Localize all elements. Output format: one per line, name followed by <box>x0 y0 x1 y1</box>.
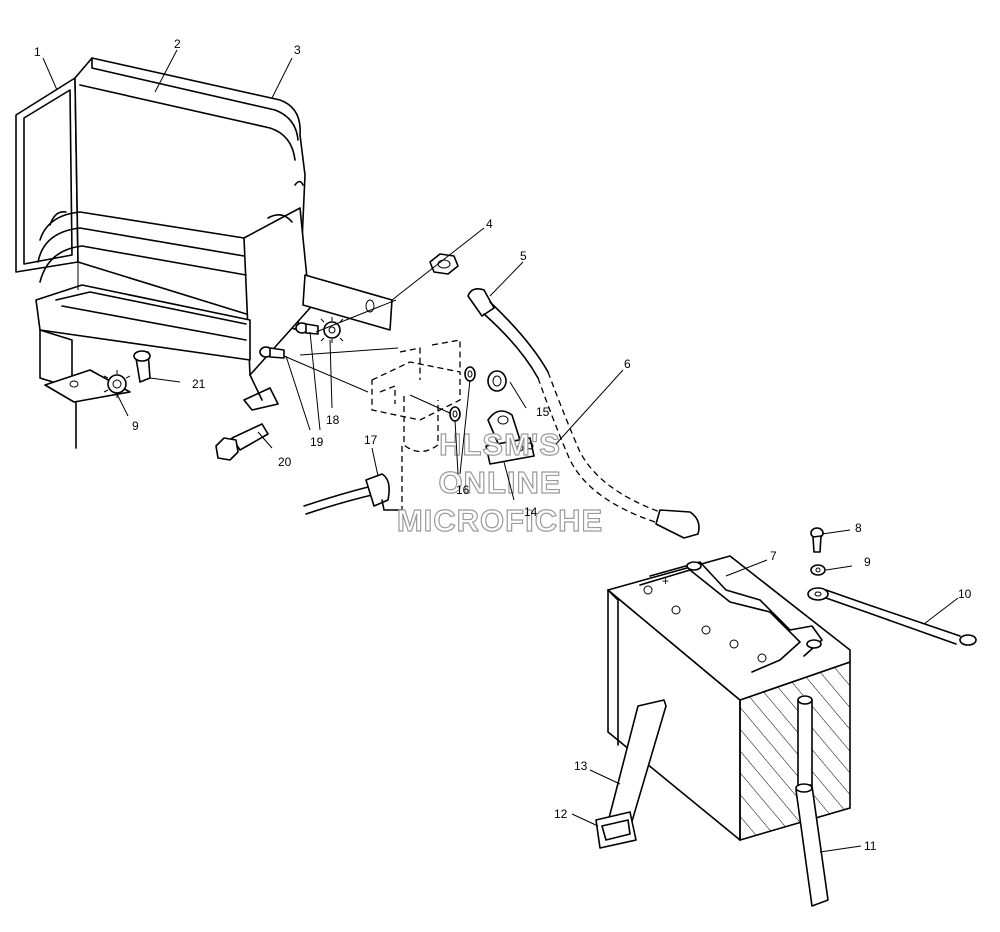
leader-lines <box>42 49 959 853</box>
battery-box-assembly <box>15 57 393 449</box>
label-14: 14 <box>524 505 538 519</box>
bolt-20 <box>215 423 269 461</box>
terminal-14 <box>485 410 535 465</box>
watermark-line-3: MICROFICHE <box>397 503 603 538</box>
star-washer-9-left <box>103 370 131 398</box>
washer-16-lower <box>449 406 461 422</box>
cable-10 <box>807 587 977 646</box>
battery-plus-symbol: + <box>662 574 669 588</box>
label-1: 1 <box>34 45 41 59</box>
label-19: 19 <box>310 435 324 449</box>
bolt-8 <box>810 527 824 553</box>
cable-17 <box>303 473 403 515</box>
label-17: 17 <box>364 433 378 447</box>
label-16: 16 <box>456 483 470 497</box>
part-labels: 1 2 3 4 5 6 7 8 9 10 11 12 13 14 15 16 1… <box>34 37 972 853</box>
bushing-15 <box>487 370 507 392</box>
star-washer-18 <box>320 317 344 343</box>
label-13: 13 <box>574 759 588 773</box>
label-4: 4 <box>486 217 493 231</box>
label-7: 7 <box>770 549 777 563</box>
label-10: 10 <box>958 587 972 601</box>
watermark-line-1: HLSM'S <box>439 427 561 462</box>
label-21: 21 <box>192 377 206 391</box>
label-2: 2 <box>174 37 181 51</box>
screw-19-lower <box>259 346 285 359</box>
label-9-right: 9 <box>864 555 871 569</box>
label-12: 12 <box>554 807 568 821</box>
label-11: 11 <box>864 839 877 853</box>
label-15: 15 <box>536 405 550 419</box>
vent-tube-11 <box>795 695 829 907</box>
screw-19-upper <box>295 322 319 335</box>
label-18: 18 <box>326 413 340 427</box>
watermark-line-2: ONLINE <box>438 465 561 500</box>
solenoid-dashed-outline <box>371 339 461 510</box>
label-9-left: 9 <box>132 419 139 433</box>
label-20: 20 <box>278 455 292 469</box>
label-3: 3 <box>294 43 301 57</box>
label-6: 6 <box>624 357 631 371</box>
label-5: 5 <box>520 249 527 263</box>
washer-16-upper <box>464 366 476 382</box>
watermark: HLSM'S ONLINE MICROFICHE <box>396 426 603 538</box>
washer-9-right <box>810 564 826 576</box>
nut-4 <box>429 253 459 275</box>
label-8: 8 <box>855 521 862 535</box>
bolt-21 <box>133 350 151 383</box>
strap-13 <box>595 699 667 849</box>
battery-7: + <box>607 555 851 842</box>
cable-6 <box>467 288 700 539</box>
